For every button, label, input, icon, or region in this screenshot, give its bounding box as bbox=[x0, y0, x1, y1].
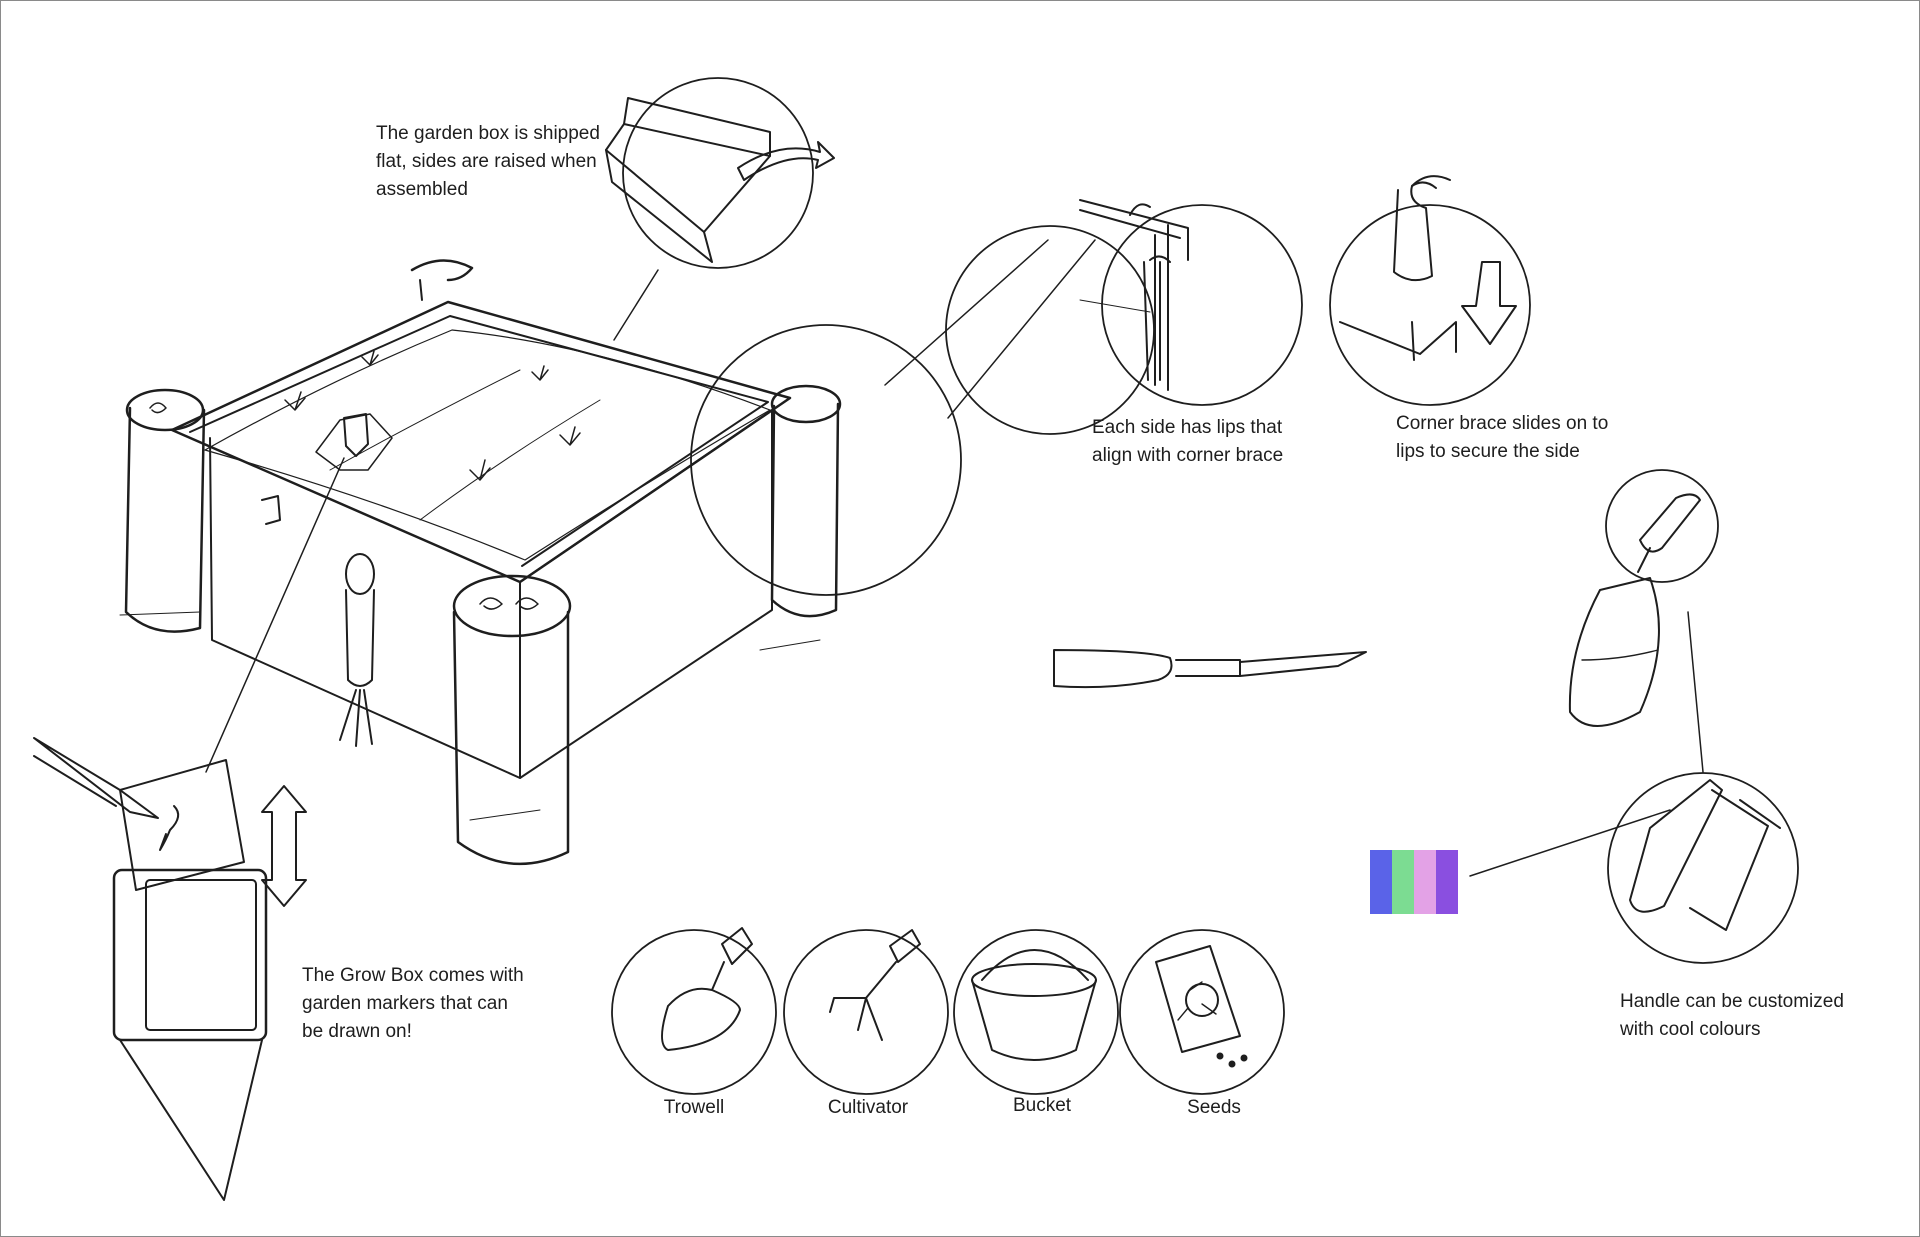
note-side-lips: Each side has lips that align with corne… bbox=[1092, 417, 1284, 466]
note-handle-colours: Handle can be customized with cool colou… bbox=[1620, 991, 1844, 1040]
colour-swatch-3 bbox=[1414, 850, 1436, 914]
tool-caption-bucket: Bucket bbox=[1012, 1095, 1072, 1116]
screwdriver-illustration bbox=[1054, 650, 1366, 687]
handle-colour-swatches bbox=[1370, 850, 1458, 914]
grow-box-illustration bbox=[120, 260, 840, 863]
shipped-flat-detail bbox=[606, 78, 834, 340]
cultivator-icon bbox=[784, 930, 948, 1094]
tool-caption-trowel: Trowell bbox=[663, 1097, 725, 1118]
bucket-icon bbox=[954, 930, 1118, 1094]
handle-customization-detail bbox=[1470, 470, 1798, 963]
corner-lip-detail bbox=[946, 200, 1302, 434]
colour-swatch-2 bbox=[1392, 850, 1414, 914]
colour-swatch-1 bbox=[1370, 850, 1392, 914]
seed-packet-icon bbox=[1120, 930, 1284, 1094]
note-corner-brace: Corner brace slides on to lips to secure… bbox=[1396, 413, 1609, 462]
corner-brace-detail bbox=[1330, 176, 1530, 405]
trowel-icon bbox=[612, 928, 776, 1094]
tool-caption-seeds: Seeds bbox=[1187, 1097, 1241, 1118]
tool-icons bbox=[612, 928, 1284, 1094]
tool-caption-cultivator: Cultivator bbox=[827, 1097, 909, 1118]
colour-swatch-4 bbox=[1436, 850, 1458, 914]
garden-marker-illustration bbox=[34, 738, 306, 1200]
note-shipped-flat: The garden box is shipped flat, sides ar… bbox=[376, 123, 600, 200]
note-garden-markers: The Grow Box comes with garden markers t… bbox=[302, 965, 524, 1042]
